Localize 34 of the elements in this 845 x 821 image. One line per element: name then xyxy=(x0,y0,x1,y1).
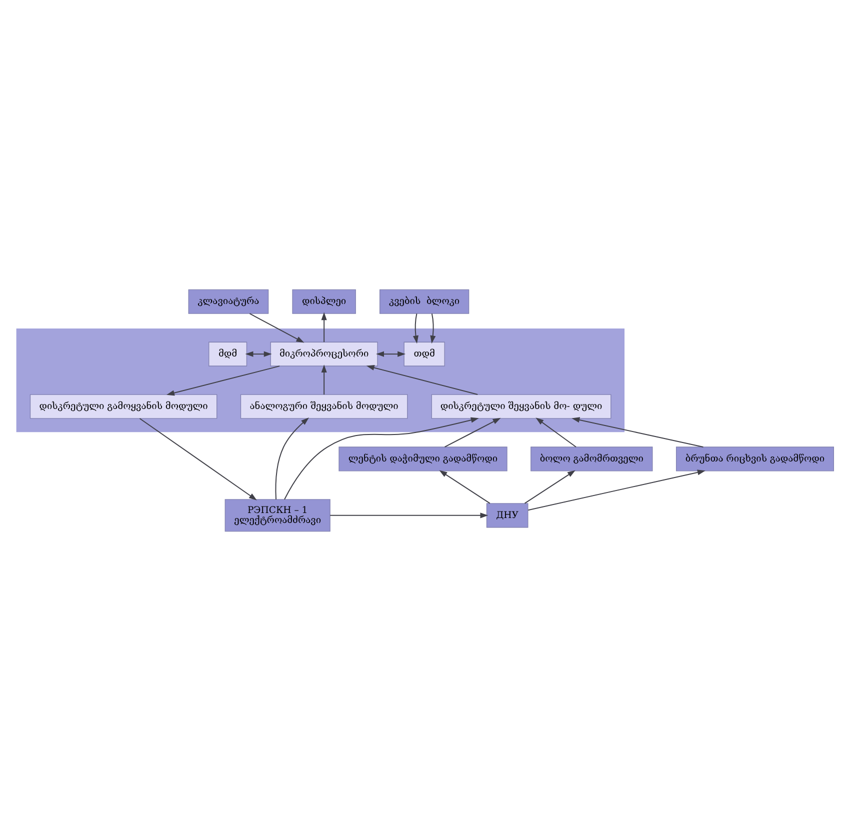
arrow xyxy=(321,312,327,343)
node-box: მიკროპროცესორი xyxy=(270,342,378,366)
arrow xyxy=(524,470,576,504)
arrow xyxy=(139,418,257,500)
node-box: თდმ xyxy=(404,342,445,366)
cluster xyxy=(16,328,625,432)
node-box: კლავიატურა xyxy=(188,289,269,314)
arrow xyxy=(166,366,280,396)
arrow xyxy=(275,418,309,500)
arrow xyxy=(444,418,501,448)
node-box: მდმ xyxy=(208,342,248,366)
node-box: ანალოგური შეყვანის მოდული xyxy=(240,394,408,419)
arrow xyxy=(330,512,488,518)
node-box: კვების ბლოკი xyxy=(380,289,470,314)
node-box: დისკრეტული შეყვანის მო- დული xyxy=(431,394,612,419)
arrow xyxy=(439,470,490,504)
node-box: ბრუნთა რიცხვის გადამწოდი xyxy=(676,446,834,472)
arrow xyxy=(245,351,272,357)
arrow xyxy=(412,313,418,344)
arrow xyxy=(249,313,304,343)
arrow xyxy=(376,351,406,357)
arrow xyxy=(572,417,704,448)
node-box: ბოლო გამომრთველი xyxy=(530,446,653,472)
arrow xyxy=(430,313,436,344)
arrow xyxy=(528,470,706,511)
arrow xyxy=(536,418,577,448)
arrow xyxy=(366,365,478,396)
node-box: დისკრეტული გამოყვანის მოდული xyxy=(30,394,218,419)
node-box: ДНУ xyxy=(486,503,528,528)
arrow xyxy=(284,417,479,500)
node-box: დისპლეი xyxy=(292,289,356,314)
arrow xyxy=(321,364,327,396)
node-box: РЭПСКН – 1 ელექტროამძრავი xyxy=(224,499,330,532)
node-box: ლენტის დაჭიმული გადამწოდი xyxy=(338,446,508,472)
